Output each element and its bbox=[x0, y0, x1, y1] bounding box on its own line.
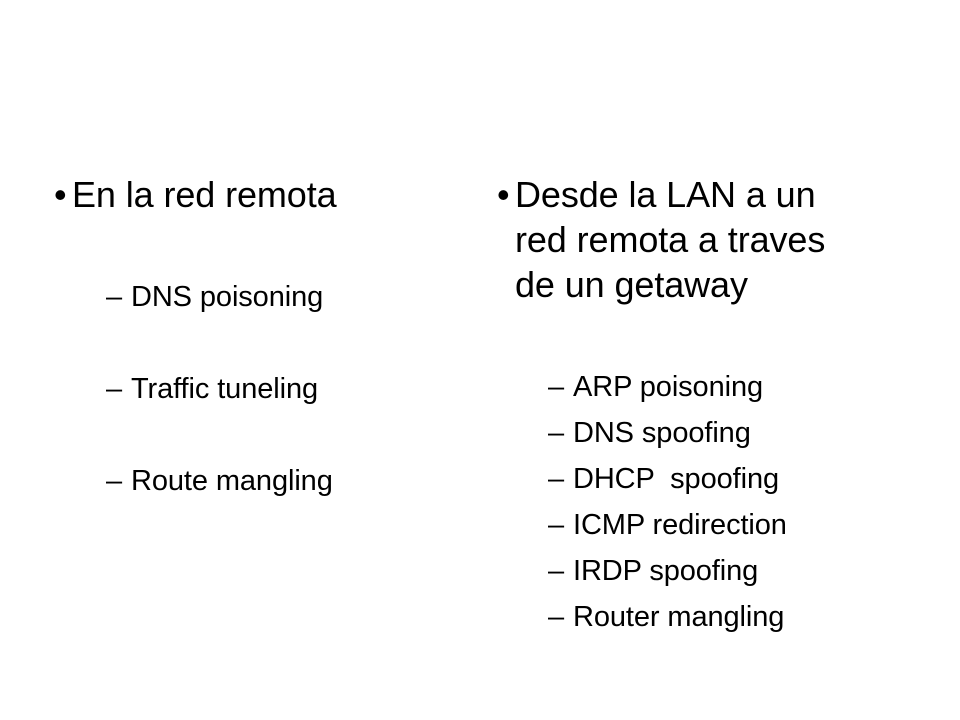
list-item-label: DHCP spoofing bbox=[573, 463, 780, 495]
dash-bullet-icon: – bbox=[548, 601, 565, 633]
dash-bullet-icon: – bbox=[548, 417, 565, 449]
bullet-icon: • bbox=[497, 174, 510, 215]
right-column-heading: • Desde la LAN a un red remota a traves … bbox=[483, 172, 873, 307]
content-column-left: • En la red remota – DNS poisoning – Tra… bbox=[40, 0, 480, 720]
list-item: – DNS poisoning bbox=[106, 279, 486, 371]
dash-bullet-icon: – bbox=[548, 509, 565, 541]
dash-bullet-icon: – bbox=[106, 281, 123, 313]
dash-bullet-icon: – bbox=[106, 373, 123, 405]
dash-bullet-icon: – bbox=[548, 555, 565, 587]
list-item-label: ICMP redirection bbox=[573, 509, 787, 541]
list-item: – Traffic tuneling bbox=[106, 371, 486, 463]
list-item: – Route mangling bbox=[106, 463, 486, 555]
list-item: – DHCP spoofing bbox=[548, 461, 933, 507]
list-item-label: DNS spoofing bbox=[573, 417, 751, 449]
list-item: – ARP poisoning bbox=[548, 369, 933, 415]
list-item-label: ARP poisoning bbox=[573, 371, 764, 403]
dash-bullet-icon: – bbox=[548, 371, 565, 403]
list-item-label: Route mangling bbox=[131, 465, 333, 497]
left-column-heading: • En la red remota bbox=[40, 172, 480, 217]
list-item-label: DNS poisoning bbox=[131, 281, 324, 313]
dash-bullet-icon: – bbox=[106, 465, 123, 497]
left-column-sublist: – DNS poisoning – Traffic tuneling – Rou… bbox=[106, 279, 486, 555]
right-column-heading-text: Desde la LAN a un red remota a traves de… bbox=[515, 174, 826, 305]
content-column-right: • Desde la LAN a un red remota a traves … bbox=[483, 0, 933, 720]
dash-bullet-icon: – bbox=[548, 463, 565, 495]
list-item-label: Router mangling bbox=[573, 601, 785, 633]
right-column-sublist: – ARP poisoning – DNS spoofing – DHCP sp… bbox=[548, 369, 933, 645]
list-item: – Router mangling bbox=[548, 599, 933, 645]
list-item: – ICMP redirection bbox=[548, 507, 933, 553]
list-item-label: Traffic tuneling bbox=[131, 373, 318, 405]
list-item-label: IRDP spoofing bbox=[573, 555, 759, 587]
list-item: – IRDP spoofing bbox=[548, 553, 933, 599]
list-item: – DNS spoofing bbox=[548, 415, 933, 461]
left-column-heading-text: En la red remota bbox=[72, 174, 337, 215]
bullet-icon: • bbox=[54, 174, 67, 215]
